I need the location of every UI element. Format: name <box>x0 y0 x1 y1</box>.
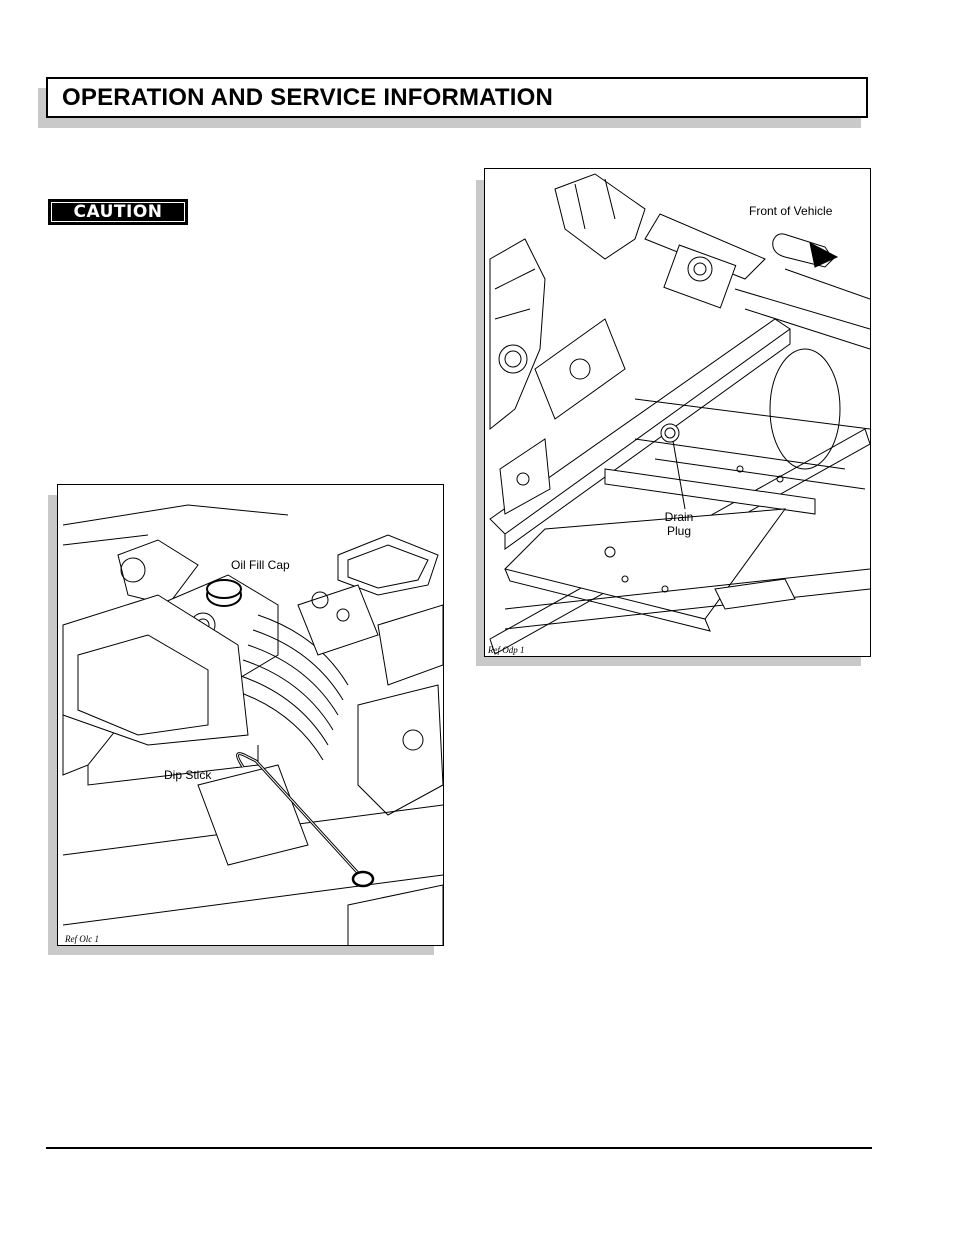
drain-plug-illustration <box>489 173 870 655</box>
drain-plug-label: Drain Plug <box>661 510 697 538</box>
footer-rule <box>46 1147 872 1149</box>
oil-fill-figure: Oil Fill Cap Dip Stick Ref Olc 1 <box>57 484 444 946</box>
drain-plug-figure: Front of Vehicle Drain Plug Ref Odp 1 <box>484 168 871 657</box>
drain-plug-label-line1: Drain <box>664 510 694 524</box>
page-title: OPERATION AND SERVICE INFORMATION <box>62 84 554 111</box>
dip-stick-label: Dip Stick <box>164 768 212 782</box>
oil-fill-illustration <box>62 504 443 945</box>
drain-figure-ref: Ref Odp 1 <box>488 645 525 655</box>
front-of-vehicle-label: Front of Vehicle <box>749 204 833 218</box>
page-header: OPERATION AND SERVICE INFORMATION <box>46 77 868 118</box>
oil-fill-cap-label: Oil Fill Cap <box>231 558 290 572</box>
oil-figure-ref: Ref Olc 1 <box>65 934 99 944</box>
caution-badge: CAUTION <box>48 199 188 225</box>
drain-plug-label-line2: Plug <box>666 524 692 538</box>
